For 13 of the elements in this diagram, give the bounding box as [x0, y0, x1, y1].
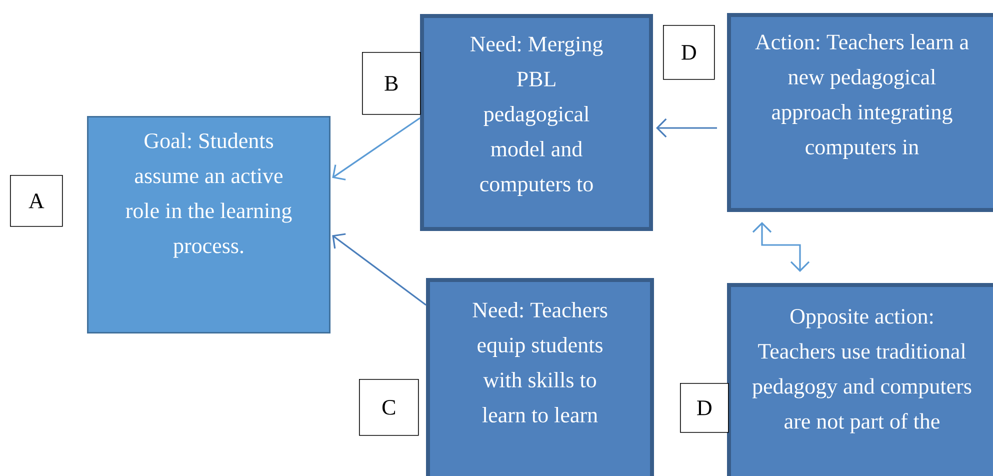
- goal-box: Goal: Students assume an active role in the learning process.: [87, 116, 330, 334]
- process-box: Opposite action: Teachers use traditional pedagogy and computers are not part of the: [727, 283, 993, 476]
- letter-box: B: [362, 52, 421, 115]
- arrow: [752, 222, 810, 272]
- letter-box: C: [359, 379, 419, 436]
- letter-box: A: [10, 175, 63, 227]
- arrow: [656, 118, 717, 138]
- process-box: Action: Teachers learn a new pedagogical approach integrating computers in: [727, 13, 993, 212]
- letter-box: D: [680, 383, 729, 433]
- process-box: Need: Merging PBL pedagogical model and computers to: [420, 14, 653, 231]
- letter-box: D: [663, 25, 715, 80]
- arrow: [332, 233, 426, 306]
- process-box: Need: Teachers equip students with skills to learn to learn: [426, 278, 654, 476]
